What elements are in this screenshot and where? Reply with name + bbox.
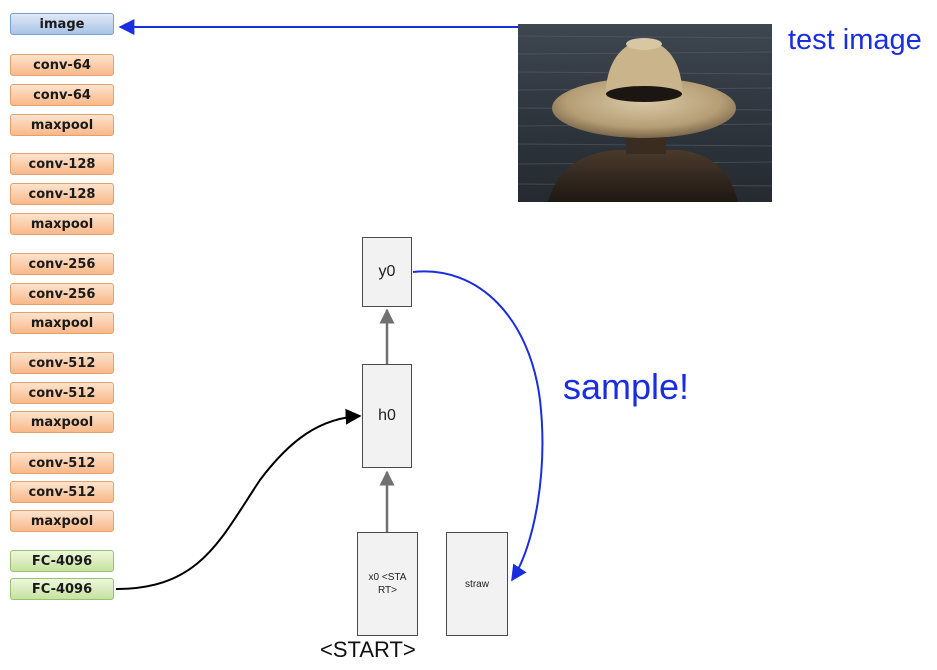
- arrow-fc-to-h0: [115, 408, 362, 590]
- arrow-y0-to-straw: [412, 270, 544, 582]
- node-x0: x0 <STA RT>: [357, 532, 418, 636]
- layer-fc-4096-1: FC-4096: [10, 550, 114, 572]
- test-image-photo: [518, 24, 772, 202]
- layer-maxpool-2: maxpool: [10, 213, 114, 235]
- layer-maxpool-3: maxpool: [10, 312, 114, 334]
- layer-fc-4096-2: FC-4096: [10, 578, 114, 600]
- node-y0: y0: [362, 237, 412, 307]
- layer-conv-128-1: conv-128: [10, 153, 114, 175]
- layer-maxpool-1: maxpool: [10, 114, 114, 136]
- node-h0: h0: [362, 364, 412, 468]
- layer-maxpool-4: maxpool: [10, 411, 114, 433]
- layer-conv-128-2: conv-128: [10, 183, 114, 205]
- test-image-label: test image: [788, 24, 922, 56]
- start-label: <START>: [320, 637, 416, 662]
- sample-label: sample!: [563, 366, 690, 407]
- layer-conv-64-2: conv-64: [10, 84, 114, 106]
- layer-conv-512-4: conv-512: [10, 481, 114, 503]
- node-straw: straw: [446, 532, 508, 636]
- layer-conv-256-2: conv-256: [10, 283, 114, 305]
- layer-image: image: [10, 13, 114, 35]
- layer-conv-64-1: conv-64: [10, 54, 114, 76]
- layer-conv-256-1: conv-256: [10, 253, 114, 275]
- layer-maxpool-5: maxpool: [10, 510, 114, 532]
- layer-conv-512-2: conv-512: [10, 382, 114, 404]
- layer-conv-512-3: conv-512: [10, 452, 114, 474]
- layer-conv-512-1: conv-512: [10, 352, 114, 374]
